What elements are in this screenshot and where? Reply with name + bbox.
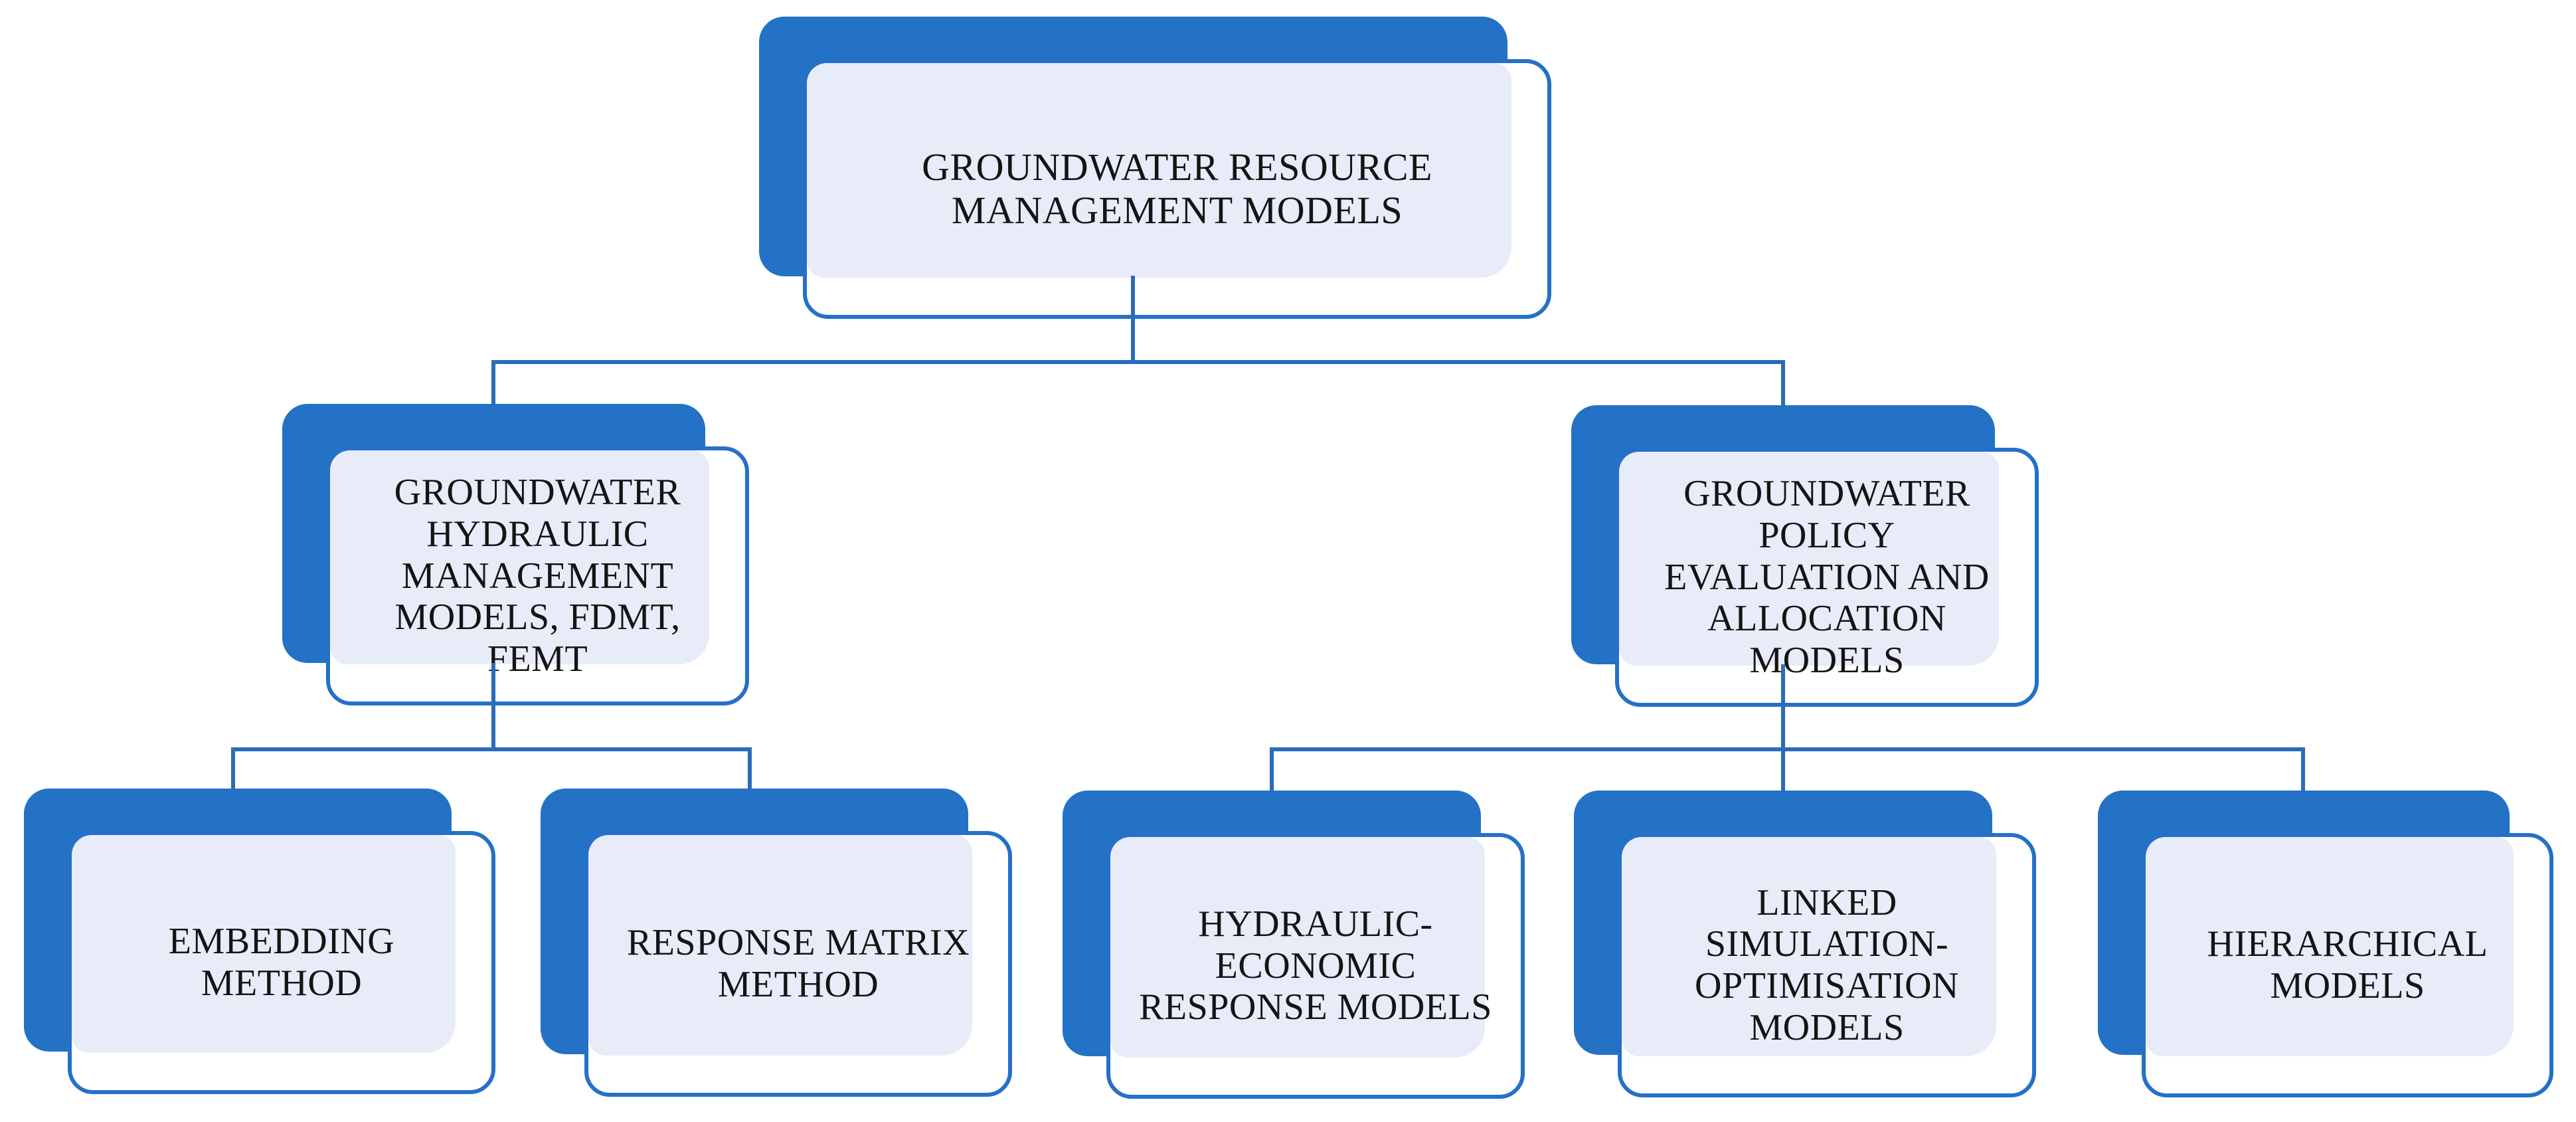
connector-rail-right-level3 [1270,747,2305,751]
node-label: EMBEDDING METHOD [168,921,395,1004]
node-card: GROUNDWATER HYDRAULIC MANAGEMENT MODELS,… [326,446,749,705]
node-card: HYDRAULIC- ECONOMIC RESPONSE MODELS [1106,833,1525,1099]
node-hierarchical-models: HIERARCHICAL MODELS [2098,791,2553,1097]
node-hydraulic-economic-response-models: HYDRAULIC- ECONOMIC RESPONSE MODELS [1063,791,1525,1099]
node-label: HIERARCHICAL MODELS [2207,923,2488,1006]
node-card-tint [330,450,709,664]
connector-rail-left-level3 [231,747,752,751]
node-card-tint [1619,452,1999,666]
node-label: GROUNDWATER POLICY EVALUATION AND ALLOCA… [1664,473,1990,682]
node-card-tint [588,835,972,1056]
connector-policy-feed [1781,664,1785,791]
node-card-tint [1110,837,1485,1058]
node-label: RESPONSE MATRIX METHOD [626,922,970,1005]
node-card: HIERARCHICAL MODELS [2142,833,2553,1097]
connector-drop-embedding [231,747,235,789]
connector-root-feed [1131,276,1135,362]
node-card: RESPONSE MATRIX METHOD [584,831,1012,1097]
node-groundwater-resource-management-models: GROUNDWATER RESOURCE MANAGEMENT MODELS [759,17,1551,319]
node-card-tint [1622,837,1996,1056]
connector-drop-hierarchical [2301,747,2305,791]
node-card: GROUNDWATER RESOURCE MANAGEMENT MODELS [803,59,1551,319]
connector-rail-level2 [491,360,1785,364]
connector-hydraulic-feed [491,663,495,749]
node-label: HYDRAULIC- ECONOMIC RESPONSE MODELS [1139,903,1492,1028]
node-card: GROUNDWATER POLICY EVALUATION AND ALLOCA… [1615,448,2039,707]
node-card-tint [807,63,1511,278]
node-card: LINKED SIMULATION- OPTIMISATION MODELS [1618,833,2036,1097]
node-linked-simulation-optimisation-models: LINKED SIMULATION- OPTIMISATION MODELS [1574,791,2036,1097]
node-groundwater-hydraulic-management-models: GROUNDWATER HYDRAULIC MANAGEMENT MODELS,… [282,404,749,705]
node-label: GROUNDWATER HYDRAULIC MANAGEMENT MODELS,… [394,472,681,680]
node-card: EMBEDDING METHOD [68,831,495,1094]
connector-drop-response-matrix [748,747,752,789]
node-groundwater-policy-evaluation-allocation-models: GROUNDWATER POLICY EVALUATION AND ALLOCA… [1571,405,2039,707]
node-card-tint [2146,837,2514,1056]
node-card-tint [72,835,456,1053]
node-label: LINKED SIMULATION- OPTIMISATION MODELS [1695,882,1959,1048]
connector-drop-policy [1781,360,1785,407]
node-label: GROUNDWATER RESOURCE MANAGEMENT MODELS [922,145,1432,232]
connector-drop-hydraulic-economic [1270,747,1274,791]
node-embedding-method: EMBEDDING METHOD [24,789,495,1094]
node-response-matrix-method: RESPONSE MATRIX METHOD [541,789,1012,1097]
connector-drop-hydraulic [491,360,495,405]
